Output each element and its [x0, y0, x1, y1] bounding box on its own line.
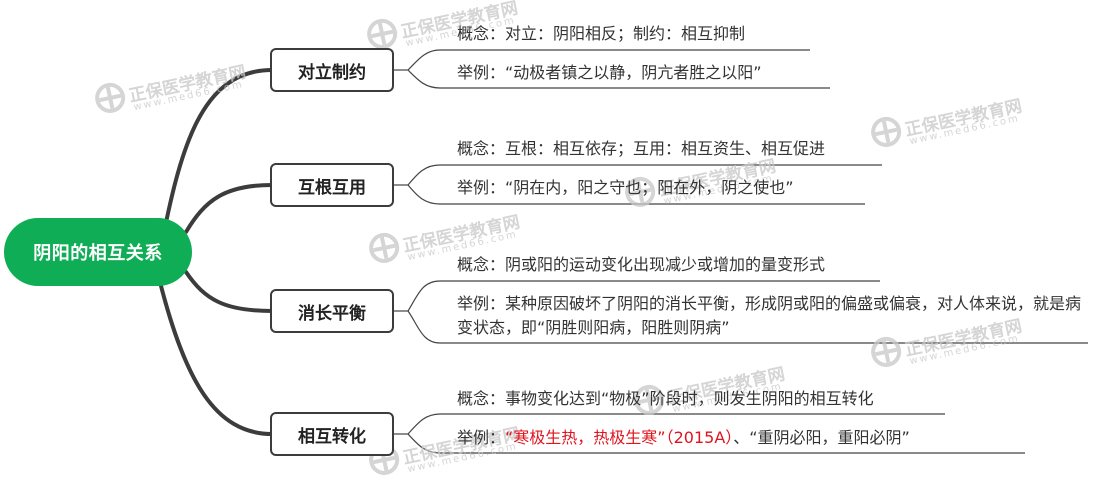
- root-node[interactable]: 阴阳的相互关系: [4, 218, 192, 286]
- exam-highlight: “寒极生热，热极生寒”（2015A）: [505, 428, 734, 447]
- leaf-example[interactable]: 举例：“动极者镇之以静，阴亢者胜之以阳”: [457, 63, 762, 82]
- leaf-concept[interactable]: 概念：对立：阴阳相反；制约：相互抑制: [457, 24, 746, 43]
- leaf-example[interactable]: 举例：“阴在内，阳之守也；阳在外，阴之使也”: [457, 178, 794, 197]
- branch-node-balance[interactable]: 消长平衡: [270, 289, 394, 333]
- leaf-example[interactable]: 举例：某种原因破坏了阴阳的消长平衡，形成阴或阳的偏盛或偏衰，对人体来说，就是病变…: [457, 294, 1082, 337]
- example-prefix: 举例：: [457, 428, 506, 447]
- branch-label: 消长平衡: [298, 303, 366, 324]
- leaf-concept[interactable]: 概念：事物变化达到“物极”阶段时，则发生阴阳的相互转化: [457, 389, 874, 408]
- connector-lines: [158, 49, 1088, 454]
- root-node-label: 阴阳的相互关系: [33, 243, 163, 264]
- example-suffix: 、“重阴必阳，重阳必阴”: [733, 428, 910, 447]
- branch-node-transformation[interactable]: 相互转化: [270, 412, 394, 456]
- leaf-concept[interactable]: 概念：互根：相互依存；互用：相互资生、相互促进: [457, 139, 826, 158]
- branch-node-opposition[interactable]: 对立制约: [270, 48, 394, 92]
- branch-label: 互根互用: [298, 177, 366, 198]
- leaf-concept[interactable]: 概念：阴或阳的运动变化出现减少或增加的量变形式: [457, 255, 826, 274]
- leaf-example[interactable]: 举例：“寒极生热，热极生寒”（2015A）、“重阴必阳，重阳必阴”: [457, 426, 910, 450]
- branch-label: 相互转化: [298, 426, 366, 447]
- branch-label: 对立制约: [298, 62, 366, 83]
- branch-node-interdependence[interactable]: 互根互用: [270, 163, 394, 207]
